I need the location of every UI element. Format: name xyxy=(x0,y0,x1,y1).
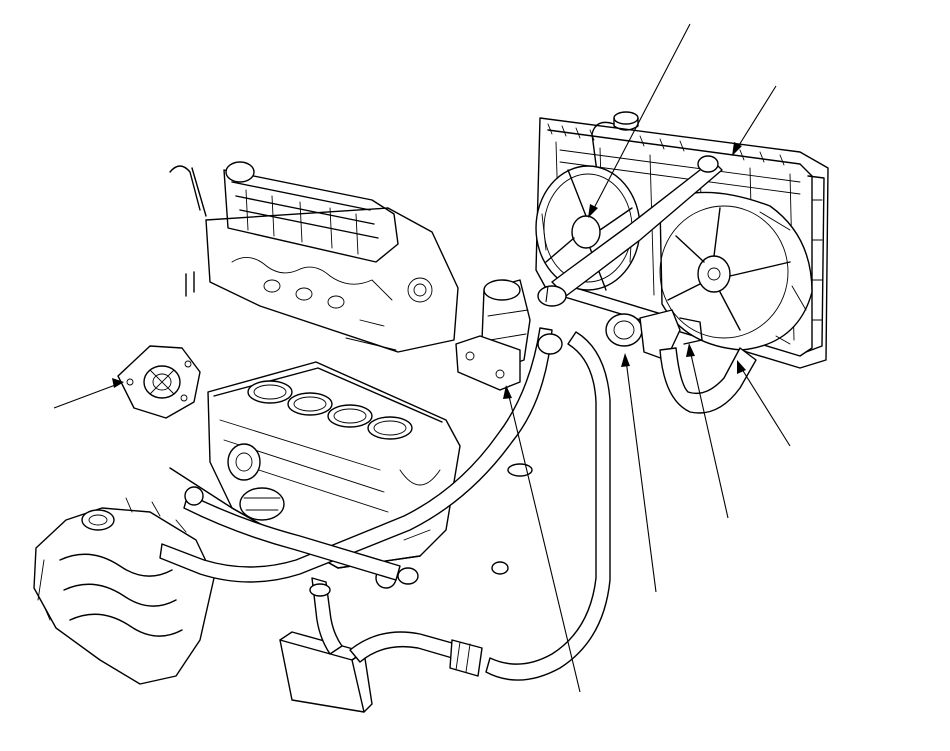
leader-line-5 xyxy=(689,349,729,519)
bypass-hose xyxy=(183,486,401,581)
leader-arrow-5 xyxy=(686,343,695,357)
leader-line-3 xyxy=(53,383,119,409)
leader-arrow-7 xyxy=(503,385,512,399)
leader-line-7 xyxy=(507,391,581,693)
heater-hoses xyxy=(159,327,611,681)
leader-arrow-4 xyxy=(737,360,746,374)
cooling-fan-right xyxy=(659,191,813,351)
intake-manifold xyxy=(33,497,215,685)
leader-line-2 xyxy=(735,85,777,151)
cylinder-head xyxy=(169,161,459,353)
leader-arrow-2 xyxy=(732,142,742,156)
water-outlet xyxy=(455,279,567,391)
leader-line-6 xyxy=(625,359,657,593)
leader-arrow-6 xyxy=(621,353,630,367)
radiator-lower-hose xyxy=(659,347,757,414)
thermostat-housing xyxy=(605,309,703,361)
leader-line-4 xyxy=(739,365,791,447)
leader-lines xyxy=(53,23,791,693)
water-pump xyxy=(117,345,201,419)
leader-arrow-3 xyxy=(112,378,124,388)
leader-line-1 xyxy=(591,23,691,213)
engine-block xyxy=(169,361,461,569)
leader-arrow-1 xyxy=(588,204,598,218)
leader-line-8 xyxy=(545,285,549,303)
